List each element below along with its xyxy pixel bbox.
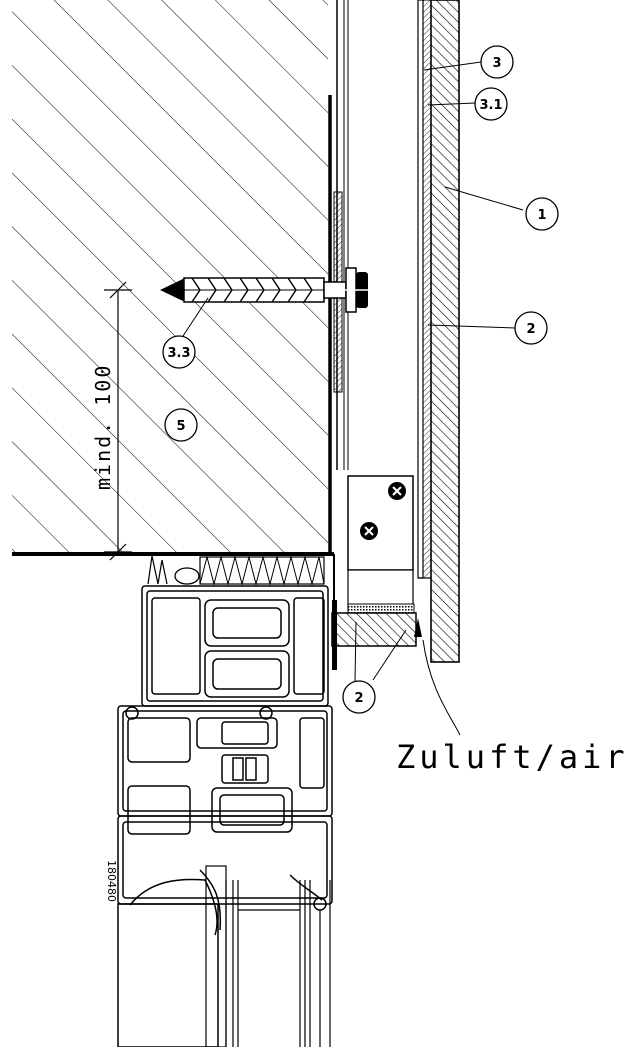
callout-3-1: 3.1 — [474, 87, 508, 121]
callout-1-label: 1 — [537, 208, 546, 223]
airflow-label: Zuluft/air — [396, 738, 627, 776]
wall-membrane — [12, 95, 335, 600]
ventilation-bracket — [347, 475, 415, 614]
leader-lines — [182, 61, 524, 736]
concrete-wall — [12, 0, 328, 552]
dimension-line — [104, 281, 132, 561]
callout-2-lower: 2 — [342, 680, 376, 714]
callout-2-upper: 2 — [514, 311, 548, 345]
callout-3-3-label: 3.3 — [167, 346, 190, 361]
callout-3-1-label: 3.1 — [479, 98, 502, 113]
callout-5-label: 5 — [176, 419, 185, 434]
facade-cladding — [417, 0, 460, 663]
vent-profile — [331, 600, 422, 670]
callout-3-3: 3.3 — [162, 335, 196, 369]
wall-anchor — [160, 267, 368, 313]
screw-icon — [360, 522, 378, 540]
screw-icon — [388, 482, 406, 500]
callout-5: 5 — [164, 408, 198, 442]
callout-3-label: 3 — [492, 56, 501, 71]
profile-code-label: 180480 — [105, 860, 118, 902]
substructure-profile — [333, 0, 349, 470]
callout-1: 1 — [525, 197, 559, 231]
callout-2-upper-label: 2 — [526, 322, 535, 337]
callout-3: 3 — [480, 45, 514, 79]
insulation-strip — [147, 555, 325, 586]
glazing-unit — [205, 865, 331, 1048]
callout-2-lower-label: 2 — [354, 691, 363, 706]
dimension-label: mind. 100 — [91, 364, 115, 490]
